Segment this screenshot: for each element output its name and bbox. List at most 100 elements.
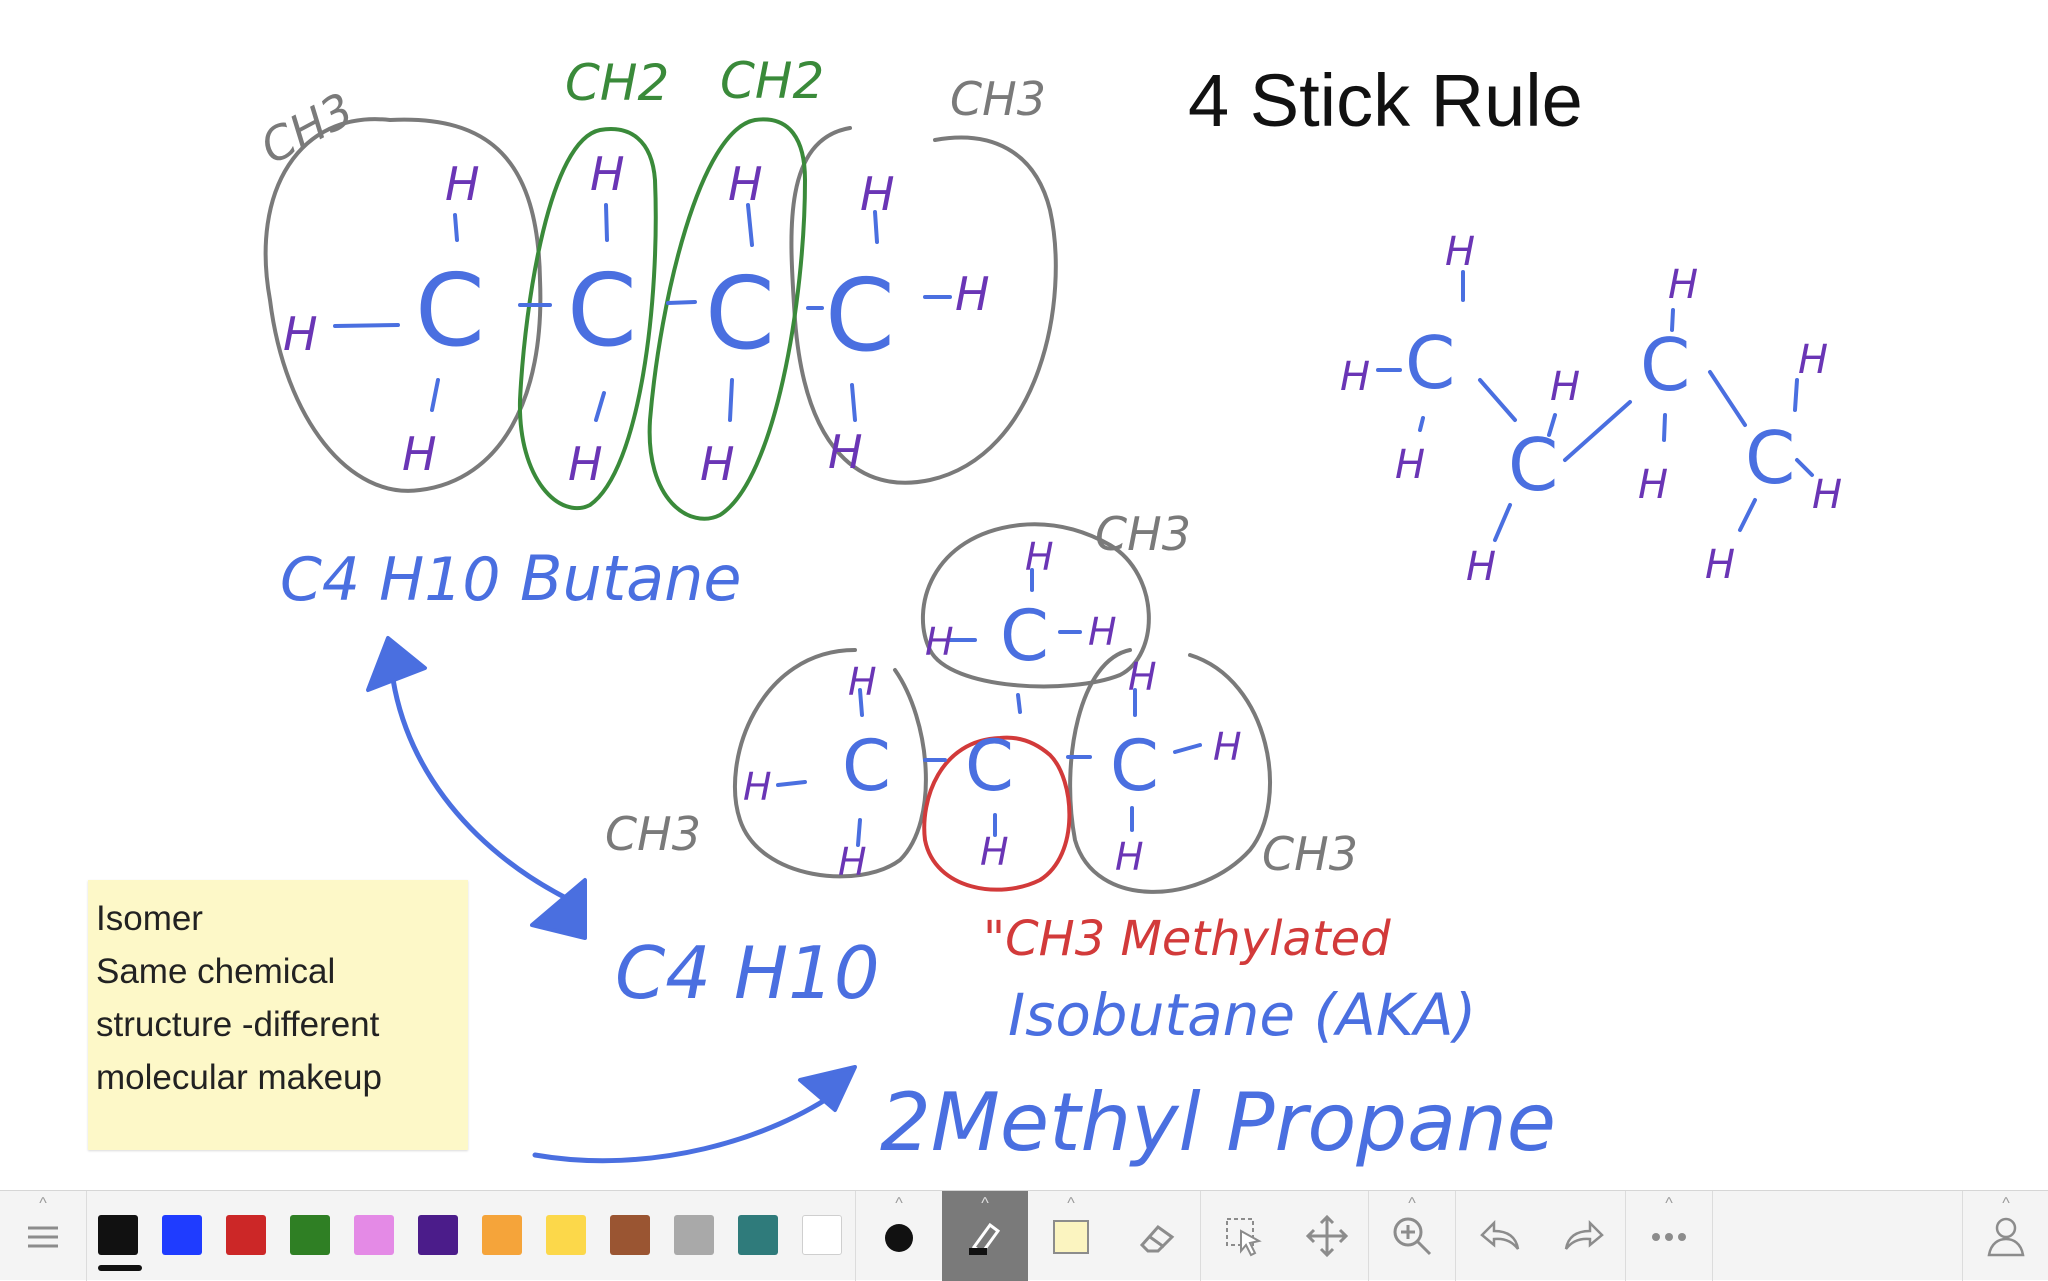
svg-text:C: C [1000,595,1049,677]
sticky-line-3: structure -different [96,1005,380,1044]
sticky-line-4: molecular makeup [96,1058,382,1097]
svg-text:C: C [1405,321,1455,405]
swatch-teal[interactable] [738,1215,778,1255]
move-icon [1305,1214,1349,1258]
sticky-note-icon [1053,1220,1089,1254]
ink-layer: C C C C HHH HH HH HHH CH3 CH3 CH2 CH2 C4… [252,52,1842,1169]
swatch-blue[interactable] [162,1215,202,1255]
carbon-2: C [567,252,637,369]
svg-text:H: H [590,147,625,201]
caret-up-icon: ^ [895,1195,903,1212]
svg-text:H: H [700,437,735,491]
caret-up-icon: ^ [981,1195,989,1212]
svg-text:H: H [728,157,763,211]
svg-text:H: H [848,660,877,704]
svg-text:H: H [1798,337,1828,383]
move-button[interactable] [1287,1191,1367,1281]
svg-text:H: H [402,427,437,481]
name-butane: Butane [520,542,742,615]
svg-text:H: H [860,167,895,221]
label-ch2-1: CH2 [565,54,669,112]
swatch-green[interactable] [290,1215,330,1255]
ch3-circle-right [789,126,1058,485]
formula-c4h10-1: C4 H10 [280,545,501,615]
swatch-black[interactable] [98,1215,142,1271]
account-button[interactable]: ^ [1963,1191,2048,1281]
svg-text:C: C [965,725,1014,807]
swatch-pink[interactable] [354,1215,394,1255]
label-ch3-bl: CH3 [605,807,701,861]
svg-text:H: H [1466,544,1496,590]
pen-size-button[interactable]: ^ [856,1191,942,1281]
svg-text:H: H [568,437,603,491]
formula-c4h10-2: C4 H10 [615,931,880,1015]
svg-text:H: H [955,267,990,321]
bottom-toolbar: ^ ^ ^ ^ [0,1190,2048,1281]
swatch-brown[interactable] [610,1215,650,1255]
svg-text:H: H [828,425,863,479]
ch3-circle-left [263,117,543,493]
page-title: 4 Stick Rule [1188,59,1583,142]
isomer-arrow [387,647,573,903]
name-methylpropane: 2Methyl Propane [880,1076,1556,1169]
svg-text:H: H [1340,354,1370,400]
menu-button[interactable]: ^ [0,1191,86,1281]
svg-text:H: H [445,157,480,211]
zoom-icon [1393,1217,1432,1256]
sticky-line-1: Isomer [96,899,203,938]
svg-text:H: H [1115,835,1144,879]
ch3-circle-br [1068,648,1272,894]
highlighter-button[interactable]: ^ [942,1191,1028,1281]
swatch-orange[interactable] [482,1215,522,1255]
svg-text:C: C [1745,416,1795,500]
svg-text:H: H [283,307,318,361]
swatch-red[interactable] [226,1215,266,1255]
caret-up-icon: ^ [1665,1195,1673,1212]
label-ch3-top: CH3 [1095,507,1191,561]
caret-up-icon: ^ [1067,1195,1075,1212]
redo-button[interactable] [1542,1191,1628,1281]
eraser-button[interactable] [1114,1191,1200,1281]
svg-text:C: C [1640,323,1690,407]
name-arrow [532,1087,843,1164]
undo-button[interactable] [1456,1191,1542,1281]
swatch-white[interactable] [802,1215,842,1255]
central-carbon-circle [922,735,1072,892]
label-methylated: "CH3 Methylated [983,911,1391,967]
svg-text:H: H [838,840,867,884]
svg-text:H: H [1550,364,1580,410]
sticky-note[interactable]: Isomer Same chemical structure -differen… [88,880,468,1150]
label-ch2-2: CH2 [720,52,824,110]
redo-icon [1564,1219,1604,1250]
undo-icon [1480,1219,1520,1250]
zoom-button[interactable]: ^ [1369,1191,1455,1281]
swatch-purple[interactable] [418,1215,458,1255]
select-button[interactable] [1201,1191,1287,1281]
svg-text:H: H [980,830,1009,874]
svg-text:C: C [842,725,891,807]
svg-text:H: H [1668,262,1698,308]
caret-up-icon: ^ [1408,1195,1416,1212]
svg-text:H: H [1128,655,1157,699]
ch3-circle-bl [732,648,928,879]
label-ch3-br: CH3 [1262,827,1358,881]
name-isobutane: Isobutane (AKA) [1008,981,1476,1049]
svg-text:H: H [925,620,954,664]
svg-text:H: H [1025,535,1054,579]
caret-up-icon: ^ [2002,1195,2010,1212]
carbon-4: C [825,257,895,374]
menu-icon [28,1226,58,1248]
highlighter-icon [969,1222,1001,1256]
eraser-icon [1139,1224,1175,1253]
caret-up-icon: ^ [39,1195,47,1212]
sticky-note-button[interactable]: ^ [1028,1191,1114,1281]
svg-text:C: C [1110,725,1159,807]
account-icon [1987,1217,2025,1257]
swatch-gray[interactable] [674,1215,714,1255]
svg-text:H: H [1705,542,1735,588]
svg-text:H: H [1213,725,1242,769]
more-button[interactable]: ^ [1626,1191,1712,1281]
more-icon [1652,1233,1686,1241]
swatch-yellow[interactable] [546,1215,586,1255]
